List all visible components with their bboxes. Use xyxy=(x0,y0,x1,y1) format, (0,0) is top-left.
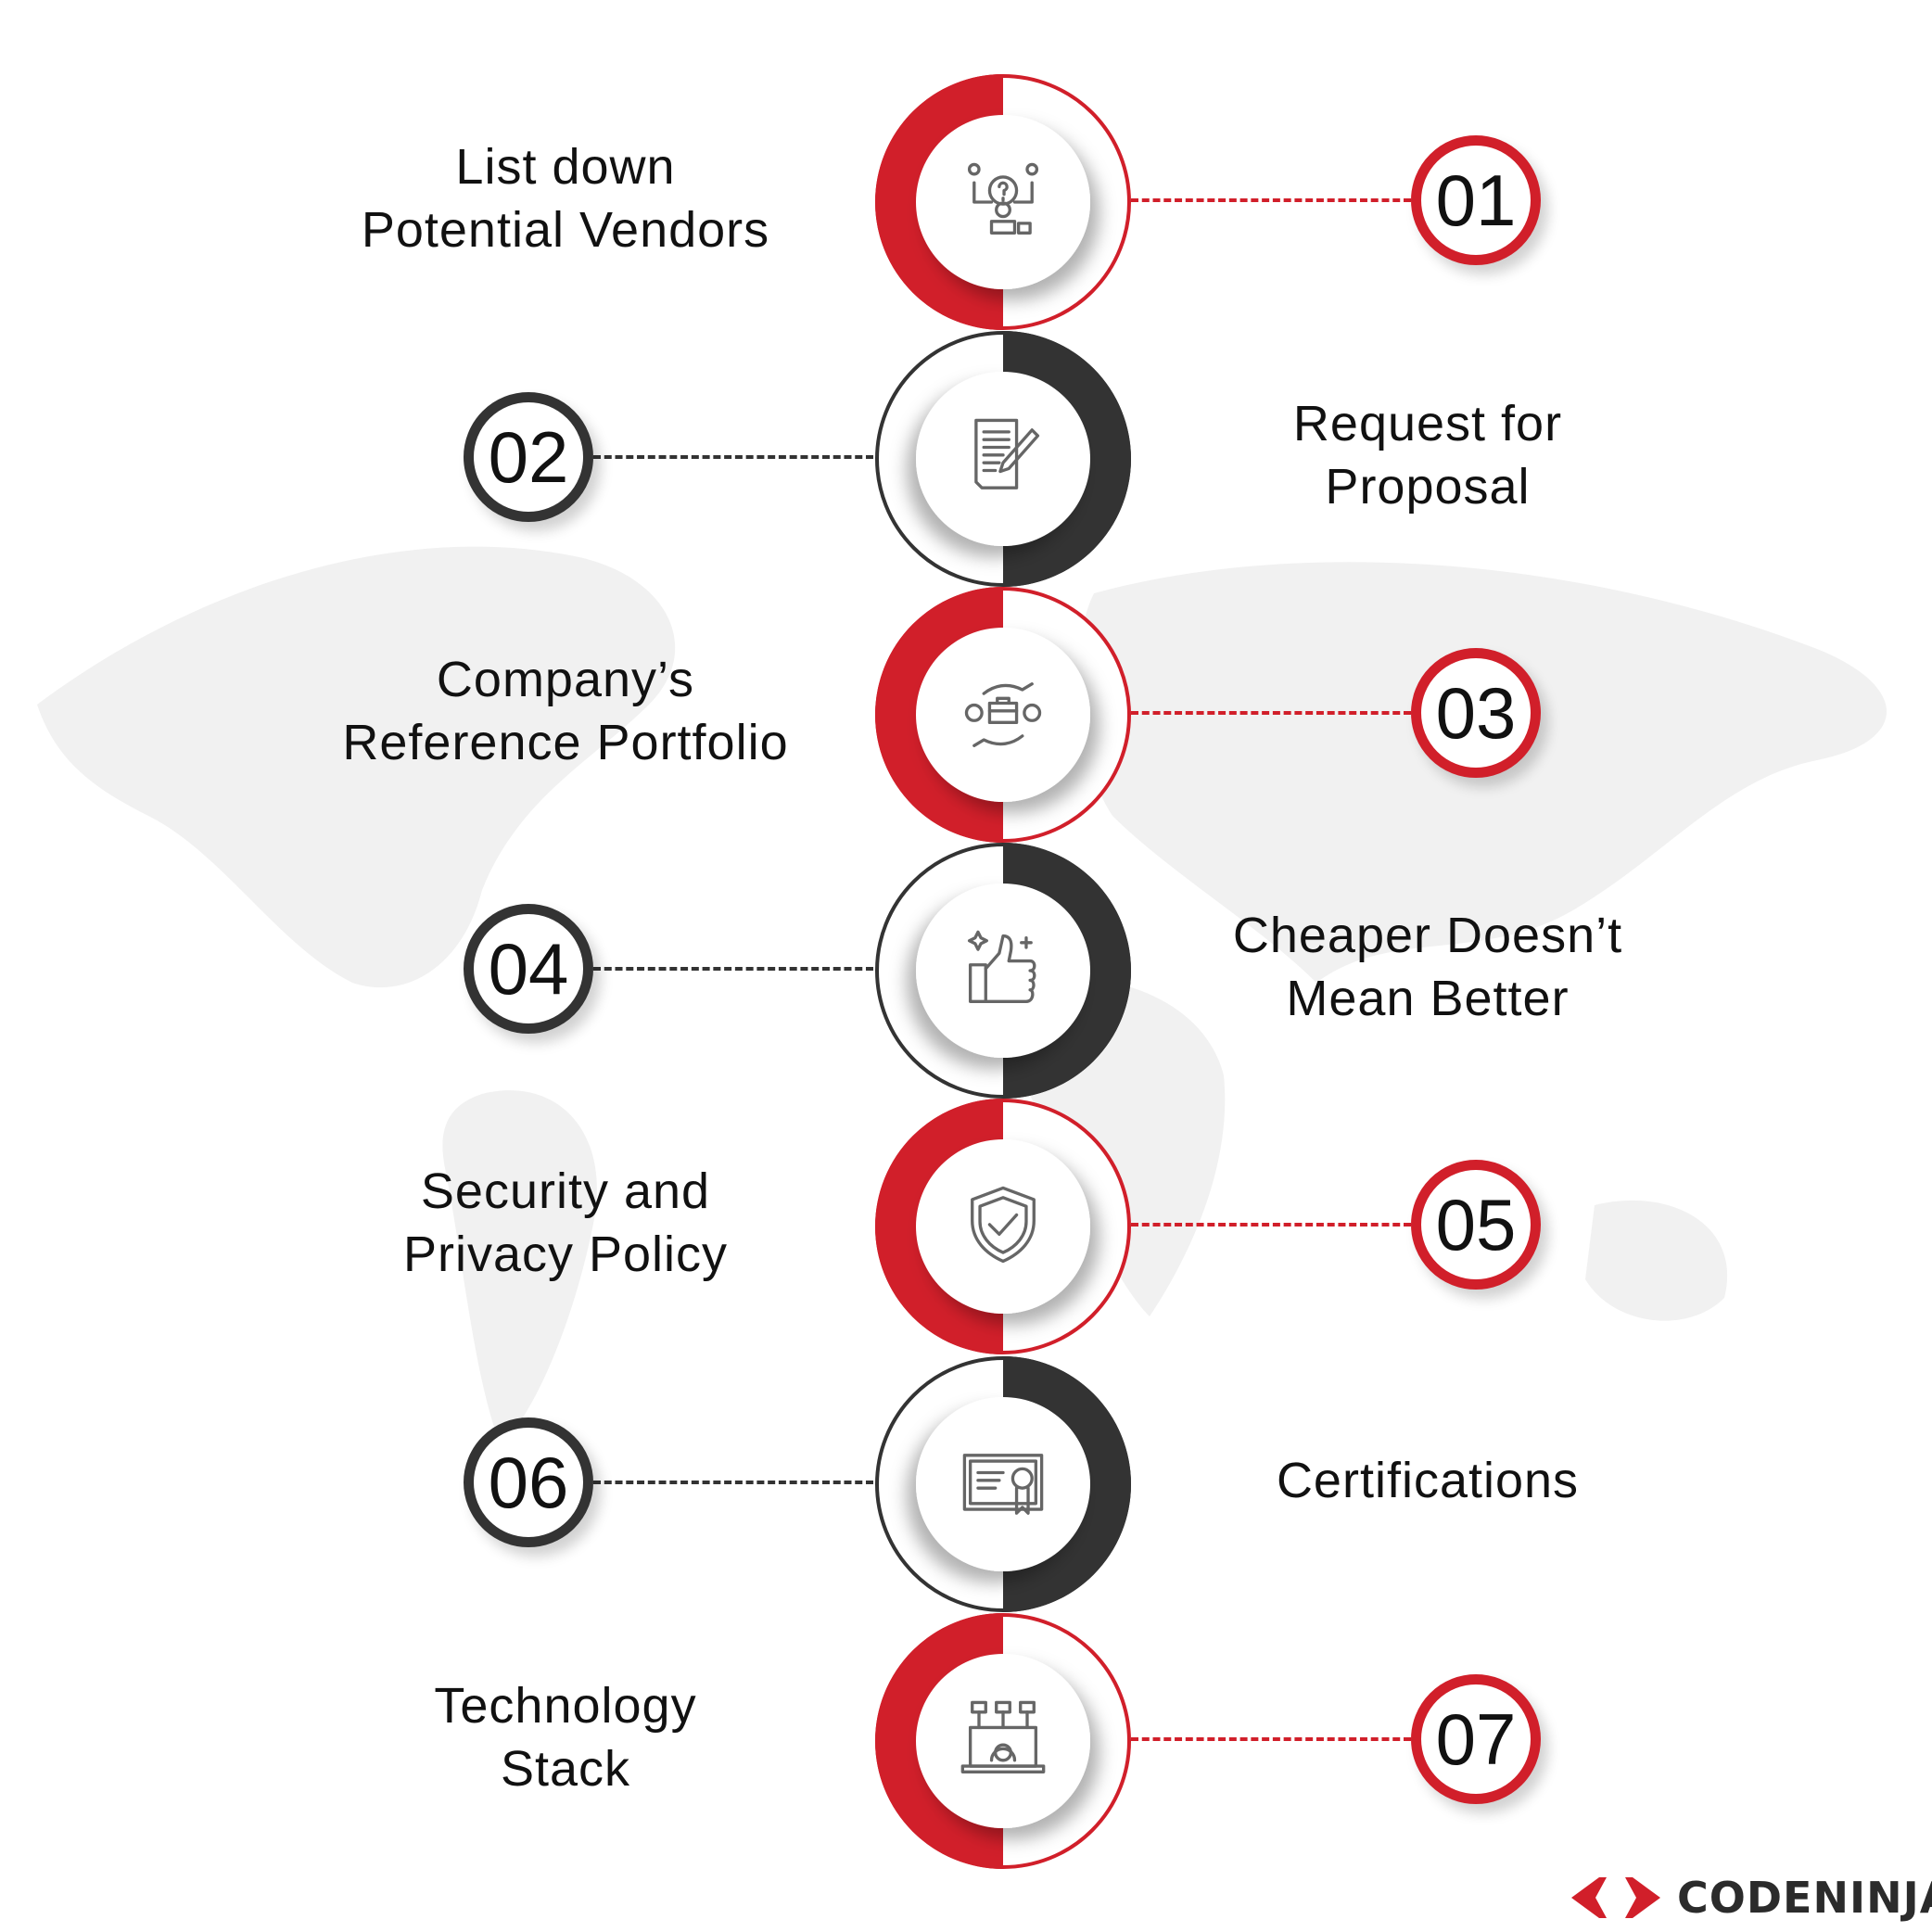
step-label: List down Potential Vendors xyxy=(287,135,844,261)
step-label-line-2: Potential Vendors xyxy=(361,202,770,258)
vendor-search-icon xyxy=(967,162,1039,235)
connector-line xyxy=(593,967,873,971)
step-label-line-1: Cheaper Doesn’t xyxy=(1232,908,1623,963)
connector-line xyxy=(1131,198,1411,202)
step-circle xyxy=(875,331,1131,587)
step-number-badge: 01 xyxy=(1411,135,1541,265)
connector-line xyxy=(1131,1737,1411,1741)
connector-line xyxy=(593,455,873,459)
step-label: Request for Proposal xyxy=(1150,392,1706,518)
step-label-line-1: Request for xyxy=(1292,396,1563,451)
step-circle xyxy=(875,74,1131,330)
step-number-badge: 07 xyxy=(1411,1674,1541,1804)
step-number: 04 xyxy=(488,927,569,1010)
step-number-badge: 04 xyxy=(464,904,593,1034)
step-circle xyxy=(875,1613,1131,1869)
step-label: Security and Privacy Policy xyxy=(287,1160,844,1286)
connector-line xyxy=(1131,711,1411,715)
step-number-badge: 02 xyxy=(464,392,593,522)
step-number-badge: 05 xyxy=(1411,1160,1541,1290)
step-04: 04 Cheaper Doesn’t Mean Better xyxy=(0,839,1932,1099)
step-05: 05 Security and Privacy Policy xyxy=(0,1095,1932,1354)
step-circle xyxy=(875,587,1131,843)
step-label-line-1: Technology xyxy=(434,1678,697,1734)
step-06: 06 Certifications xyxy=(0,1353,1932,1612)
step-03: 03 Company’s Reference Portfolio xyxy=(0,583,1932,843)
step-label-line-1: Certifications xyxy=(1276,1453,1580,1508)
step-01: 01 List down Potential Vendors xyxy=(0,70,1932,330)
step-label-line-1: Company’s xyxy=(436,652,695,707)
step-number-badge: 03 xyxy=(1411,648,1541,778)
connector-line xyxy=(593,1481,873,1484)
step-07: 07 Technology Stack xyxy=(0,1609,1932,1869)
step-label-line-2: Privacy Policy xyxy=(402,1227,729,1282)
step-label: Company’s Reference Portfolio xyxy=(287,648,844,774)
codeninja-logo-mark-icon xyxy=(1571,1877,1660,1918)
step-label-line-2: Reference Portfolio xyxy=(342,715,789,770)
connector-line xyxy=(1131,1223,1411,1227)
step-label-line-2: Stack xyxy=(500,1741,631,1797)
tech-stack-icon xyxy=(960,1700,1046,1773)
thumbs-up-icon xyxy=(967,930,1036,1003)
step-number: 01 xyxy=(1435,159,1517,241)
step-number: 07 xyxy=(1435,1697,1517,1780)
proposal-document-icon xyxy=(974,418,1040,489)
step-circle xyxy=(875,843,1131,1099)
step-label: Cheaper Doesn’t Mean Better xyxy=(1150,904,1706,1030)
step-number: 03 xyxy=(1435,671,1517,754)
step-number: 05 xyxy=(1435,1183,1517,1265)
step-label-line-1: List down xyxy=(455,139,676,195)
step-number: 02 xyxy=(488,415,569,498)
step-label-line-2: Mean Better xyxy=(1286,971,1570,1026)
step-circle xyxy=(875,1356,1131,1612)
brand-name: CODENINJA xyxy=(1677,1873,1932,1923)
step-label: Technology Stack xyxy=(287,1674,844,1800)
step-circle xyxy=(875,1099,1131,1354)
step-number: 06 xyxy=(488,1441,569,1523)
codeninja-logo: CODENINJA xyxy=(1571,1873,1932,1923)
shield-check-icon xyxy=(971,1186,1036,1264)
step-label: Certifications xyxy=(1150,1449,1706,1512)
step-number-badge: 06 xyxy=(464,1417,593,1547)
portfolio-handshake-icon xyxy=(964,682,1042,747)
step-label-line-2: Proposal xyxy=(1325,459,1531,515)
certificate-icon xyxy=(962,1454,1044,1515)
step-02: 02 Request for Proposal xyxy=(0,327,1932,587)
step-label-line-1: Security and xyxy=(420,1163,711,1219)
